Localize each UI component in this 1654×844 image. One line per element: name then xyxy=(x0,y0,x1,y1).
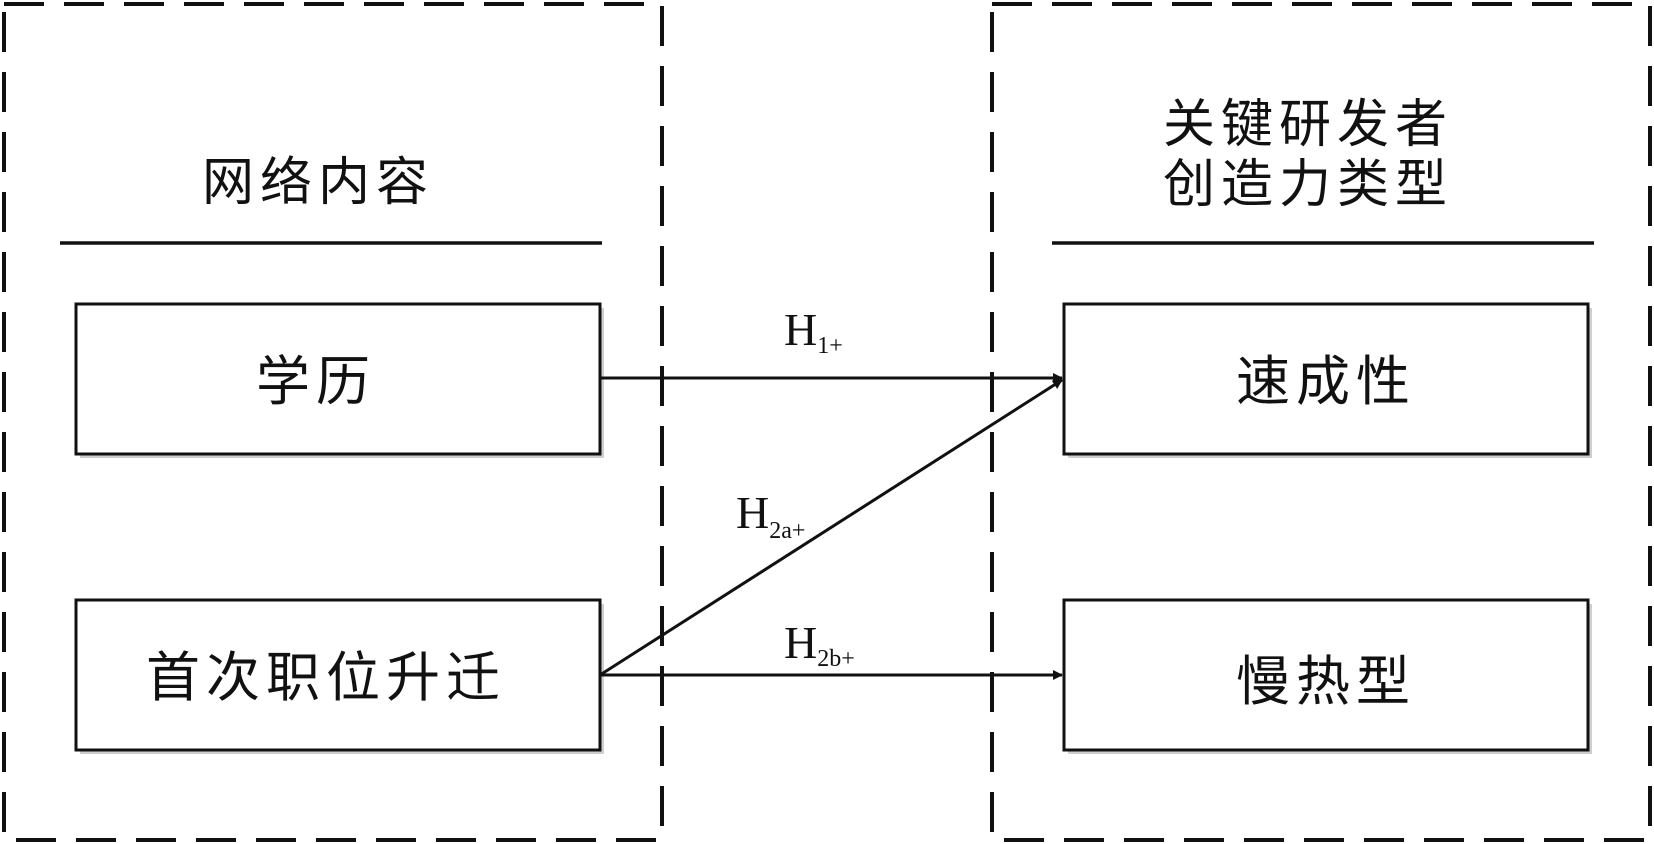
box-fast-type-label: 速成性 xyxy=(1236,350,1416,413)
left-section-title: 网络内容 xyxy=(202,153,434,213)
box-education: 学历 xyxy=(74,302,604,458)
right-section-frame xyxy=(990,2,1652,842)
label-h2a: H2a+ xyxy=(736,487,805,544)
box-fast-type: 速成性 xyxy=(1062,302,1592,458)
box-education-label: 学历 xyxy=(256,350,376,413)
box-first-promotion-label: 首次职位升迁 xyxy=(146,646,506,709)
box-slow-type: 慢热型 xyxy=(1062,598,1592,754)
left-section-frame xyxy=(2,2,664,842)
box-slow-type-label: 慢热型 xyxy=(1236,650,1416,713)
label-h2b: H2b+ xyxy=(784,617,855,672)
right-section-title-line1: 关键研发者 xyxy=(1163,95,1453,155)
arrow-h2a xyxy=(599,378,1063,677)
box-first-promotion: 首次职位升迁 xyxy=(74,598,604,754)
label-h1: H1+ xyxy=(784,304,843,359)
right-section-title-line2: 创造力类型 xyxy=(1163,155,1453,215)
